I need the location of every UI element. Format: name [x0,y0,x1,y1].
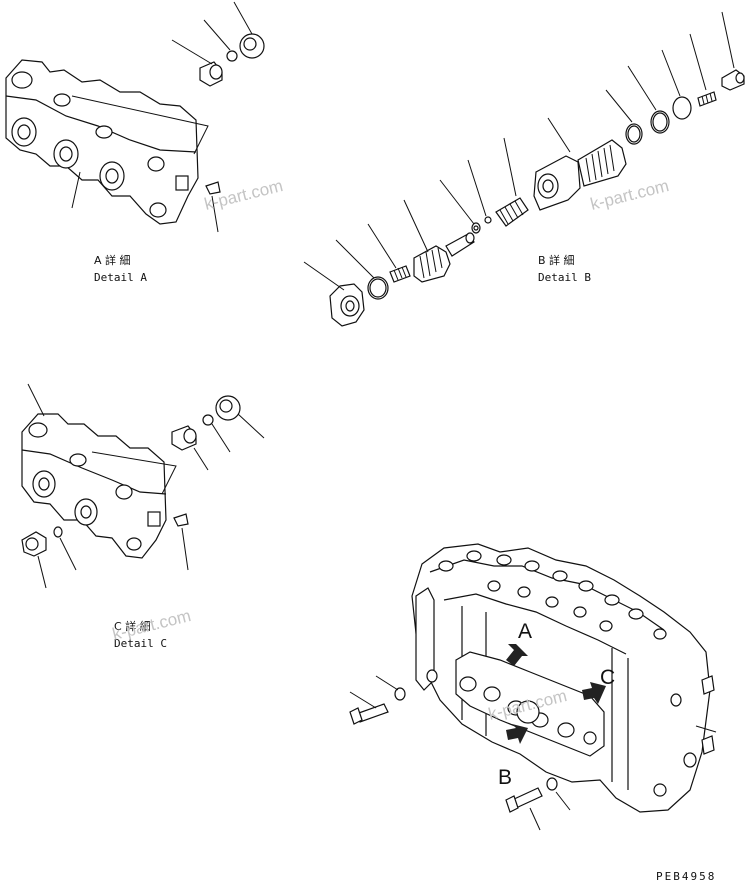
callout-arrow-a [506,644,528,666]
detail-a-title-en: Detail A [94,271,147,284]
detail-b-ball [484,216,492,224]
callout-arrow-c [582,682,606,704]
detail-a-sleeve [199,61,223,87]
detail-b-o-ring-1 [367,276,389,300]
main-valve-ports [438,550,715,797]
main-washer-left [394,687,406,701]
detail-c-plug-left [21,531,47,557]
detail-b-disc [672,96,692,120]
detail-b-o-ring-2 [650,110,670,134]
main-washer-bottom [546,777,558,791]
detail-b-plug [721,69,745,91]
detail-b-washer [471,222,481,234]
callout-label-b: B [498,766,512,789]
main-control-valve: A B C [349,543,717,831]
detail-c-o-ring [53,526,63,538]
detail-c-sleeve [171,425,197,451]
drawing-number: PEB4958 [656,870,716,883]
detail-c-plug [215,395,241,421]
main-relief-block [455,651,605,757]
detail-b-spring-small [389,265,411,283]
detail-b-small-spring [697,91,717,107]
detail-b-title-jp: B 詳 細 [538,253,575,267]
detail-a-leaders [71,1,253,233]
detail-c-assembly: C 詳 細 Detail C [21,383,265,650]
detail-a-valve-block [5,59,209,225]
detail-a-title-jp: A 詳 細 [94,253,131,267]
detail-c-set-screw [173,513,189,527]
main-bolt-bottom [505,787,543,813]
detail-b-spring-large [495,197,529,227]
main-leaders [349,675,717,831]
detail-a-plug [239,33,265,59]
detail-b-title-en: Detail B [538,271,591,284]
watermark-1: k-part.com [202,176,285,214]
detail-c-title-en: Detail C [114,637,167,650]
detail-b-cap [329,283,365,327]
detail-b-assembly: B 詳 細 Detail B [303,11,745,327]
detail-b-leaders [303,11,735,291]
main-bolt-left [349,703,389,725]
detail-b-spool [413,232,475,283]
callout-label-a: A [518,620,532,643]
detail-b-body [533,139,627,211]
detail-b-retaining-ring [625,123,643,145]
detail-a-set-screw [205,181,221,195]
detail-a-assembly: A 詳 細 Detail A [5,1,265,284]
detail-c-title-jp: C 詳 細 [114,619,151,633]
detail-a-ball [226,50,238,62]
callout-label-c: C [600,666,615,689]
main-side-flange [415,587,438,691]
detail-c-leaders [27,383,265,589]
detail-c-valve-block [21,413,177,559]
callout-arrow-b [506,724,528,744]
detail-c-ball [202,414,214,426]
